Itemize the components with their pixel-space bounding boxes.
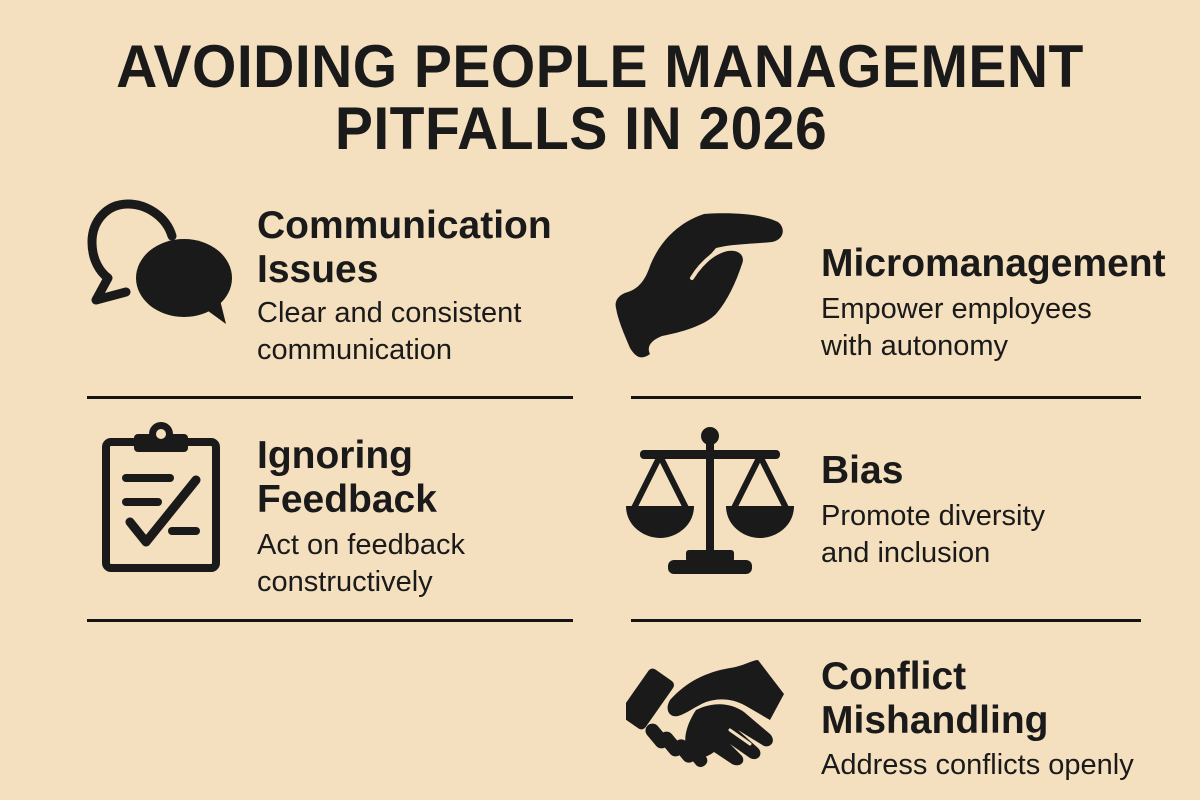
heading-line: Micromanagement <box>821 242 1166 285</box>
divider-left-2 <box>87 619 573 622</box>
divider-right-1 <box>631 396 1141 399</box>
description-line: Promote diversity <box>821 500 1046 532</box>
divider-left-1 <box>87 396 573 399</box>
pitfall-heading: Micromanagement <box>821 242 1166 286</box>
pitfall-description: Address conflicts openly <box>821 747 1134 784</box>
description-line: with autonomy <box>821 330 1008 362</box>
page-title: AVOIDING PEOPLE MANAGEMENT PITFALLS IN 2… <box>30 36 1170 160</box>
pitfall-description: Act on feedback constructively <box>257 527 465 601</box>
pitfall-description: Empower employees with autonomy <box>821 291 1092 365</box>
description-line: Empower employees <box>821 293 1092 325</box>
pitfall-heading: Communication Issues <box>257 204 552 292</box>
heading-line: Ignoring <box>257 434 413 477</box>
pitfall-heading: Ignoring Feedback <box>257 434 437 522</box>
description-line: communication <box>257 334 453 366</box>
title-line-1: AVOIDING PEOPLE MANAGEMENT <box>116 33 1084 100</box>
balance-scale-icon <box>624 426 796 578</box>
pitfall-description: Promote diversity and inclusion <box>821 498 1045 572</box>
heading-line: Conflict <box>821 655 967 698</box>
divider-right-2 <box>631 619 1141 622</box>
hand-icon <box>612 208 788 362</box>
heading-line: Feedback <box>257 478 437 521</box>
title-line-2: PITFALLS IN 2026 <box>334 95 828 162</box>
heading-line: Mishandling <box>821 699 1049 742</box>
pitfall-heading: Bias <box>821 449 903 493</box>
description-line: Address conflicts openly <box>821 749 1134 781</box>
pitfall-description: Clear and consistent communication <box>257 295 521 369</box>
description-line: Clear and consistent <box>257 297 522 329</box>
description-line: Act on feedback <box>257 529 465 561</box>
description-line: and inclusion <box>821 537 991 569</box>
heading-line: Issues <box>257 248 379 291</box>
pitfall-heading: Conflict Mishandling <box>821 655 1049 743</box>
heading-line: Communication <box>257 204 552 247</box>
heading-line: Bias <box>821 449 904 492</box>
handshake-icon <box>626 658 790 776</box>
speech-bubbles-icon <box>86 196 238 330</box>
description-line: constructively <box>257 566 433 598</box>
clipboard-check-icon <box>100 420 222 574</box>
